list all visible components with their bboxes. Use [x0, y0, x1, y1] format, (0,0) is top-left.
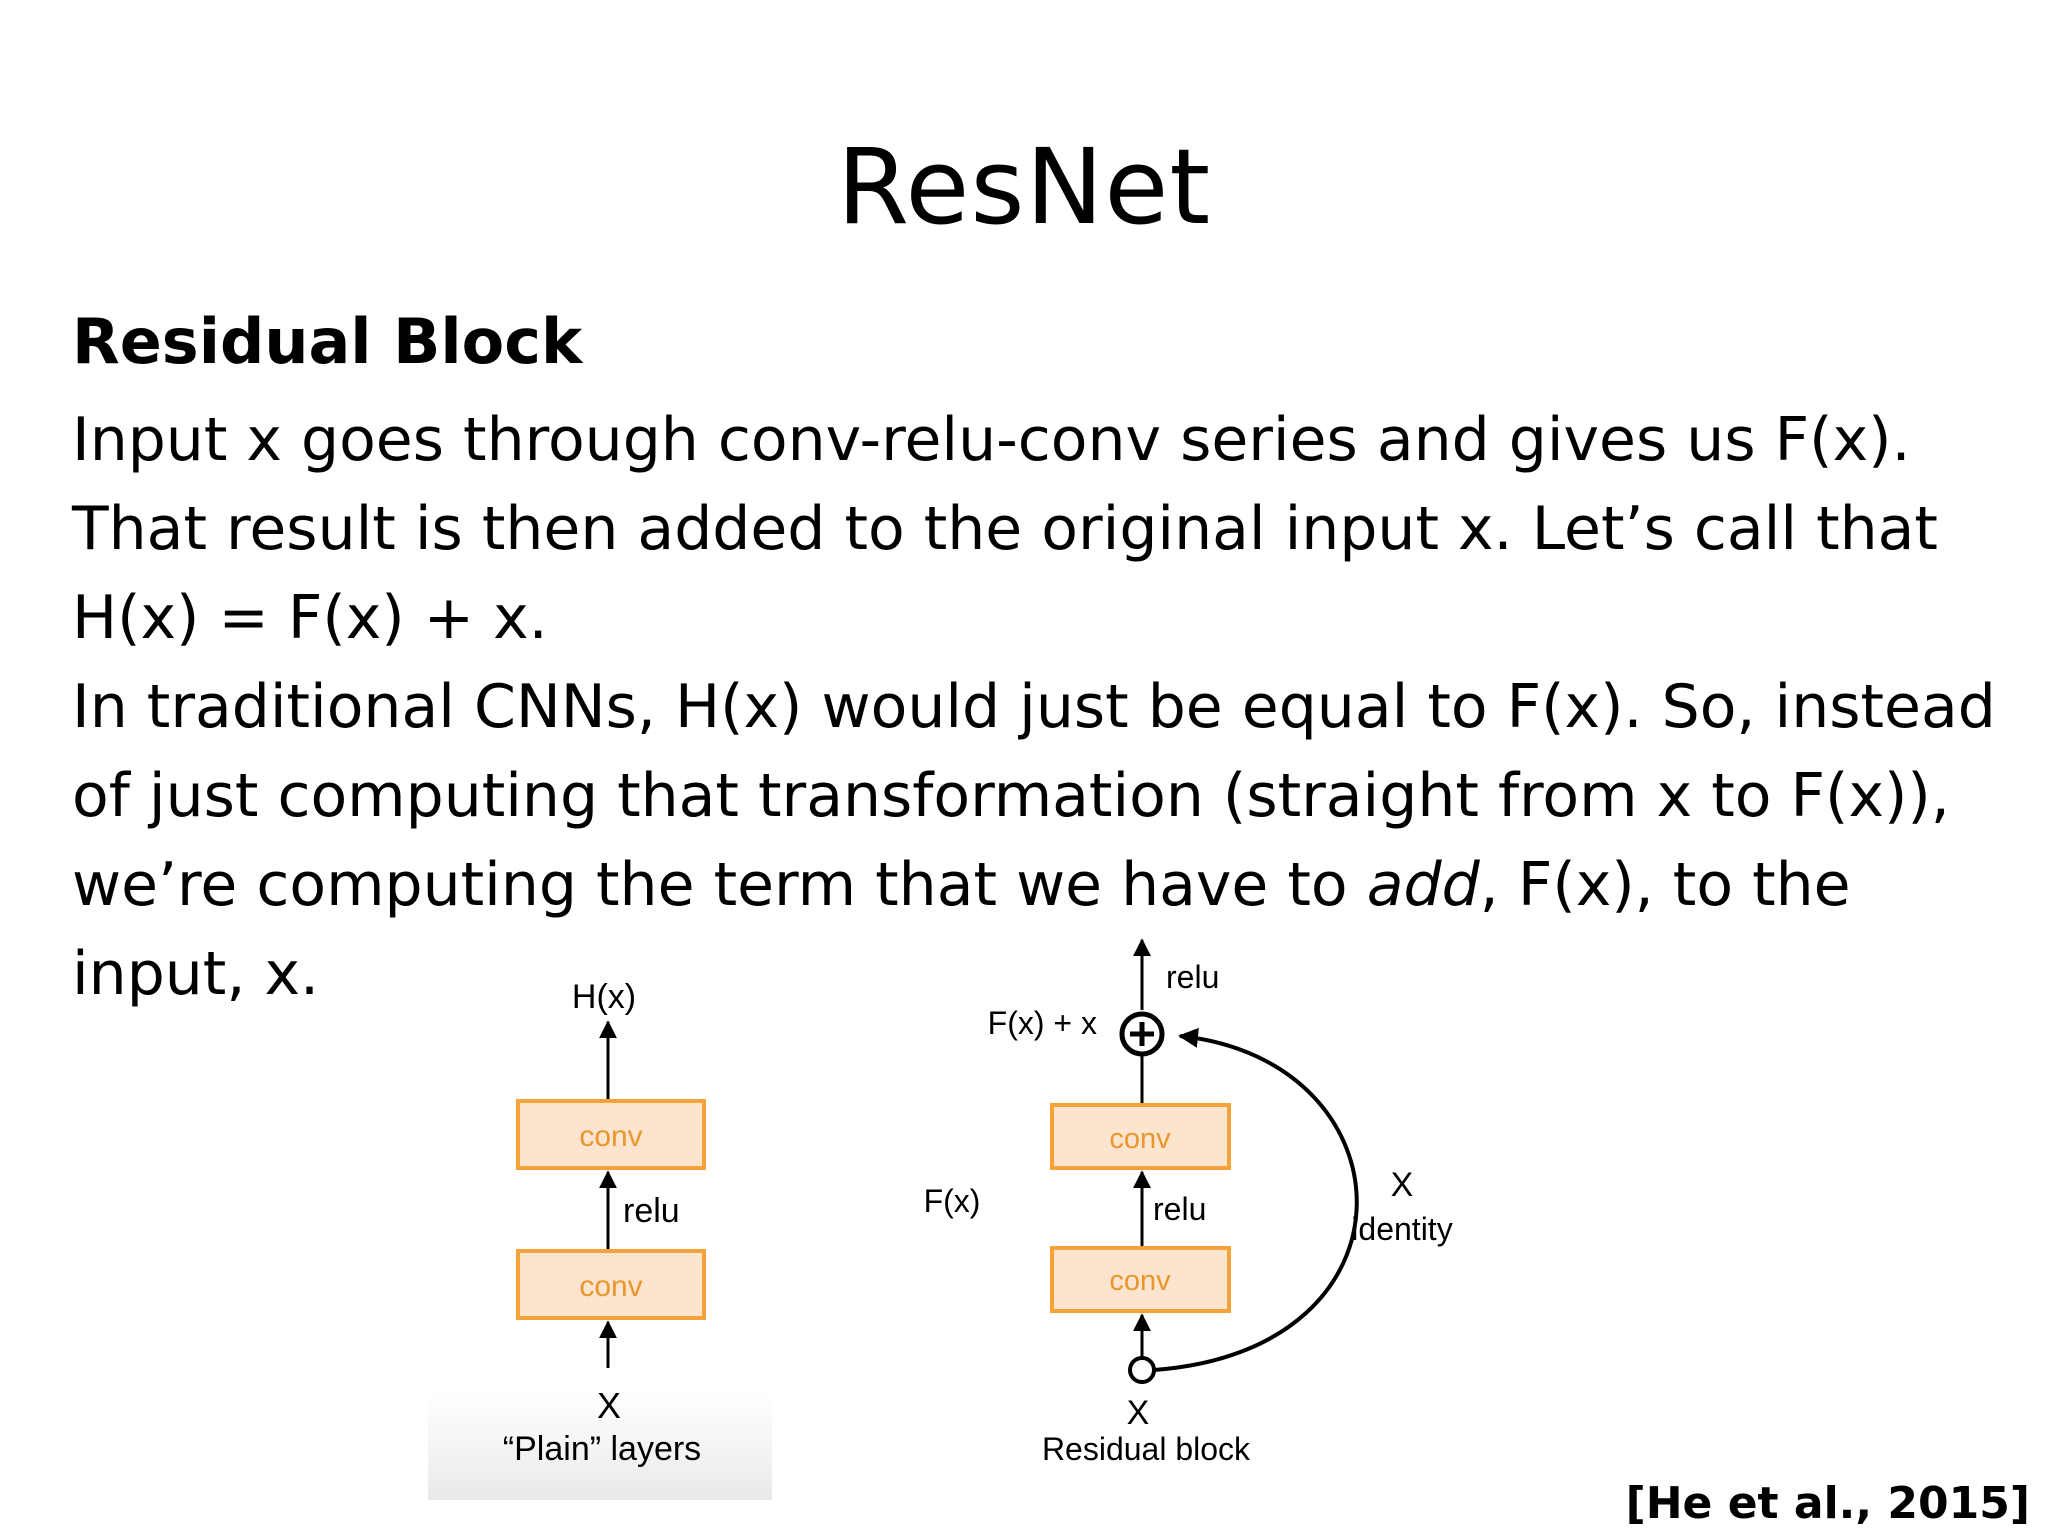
residual-top-conv-box: [1050, 1103, 1231, 1170]
plus-icon: [1130, 1022, 1154, 1046]
plain-layers-panel: [428, 960, 772, 1500]
emphasis-add: add: [1366, 850, 1480, 920]
body-line-6: we’re computing the term that we have to…: [72, 841, 2032, 930]
plain-output-label: H(x): [572, 978, 636, 1016]
body-line-1: Input x goes through conv-relu-conv seri…: [72, 405, 1911, 475]
identity-skip-arrow: [1153, 1027, 1359, 1372]
plain-top-conv-box: [516, 1099, 706, 1170]
residual-bottom-conv-label: conv: [1109, 1265, 1171, 1297]
plain-top-conv-label: conv: [579, 1120, 642, 1153]
residual-top-relu-label: relu: [1166, 959, 1219, 995]
body-line-6-start: we’re computing the term that we have to: [72, 850, 1367, 920]
body-line-6-end: , F(x), to the: [1479, 850, 1851, 920]
body-line-2: That result is then added to the origina…: [72, 494, 1938, 564]
body-text: Input x goes through conv-relu-conv seri…: [72, 396, 2032, 1019]
residual-top-conv-label: conv: [1109, 1123, 1171, 1155]
section-heading: Residual Block: [72, 305, 583, 378]
body-line-4: In traditional CNNs, H(x) would just be …: [72, 672, 1996, 742]
plain-relu-label: relu: [623, 1192, 680, 1230]
residual-block-diagram: relu F(x) + x conv F(x) relu conv X iden…: [924, 938, 1453, 1467]
residual-input-node: [1128, 1356, 1156, 1384]
residual-caption: Residual block: [1042, 1431, 1251, 1467]
body-line-3: H(x) = F(x) + x.: [72, 583, 548, 653]
residual-input-label: X: [1127, 1394, 1150, 1432]
residual-relu-label: relu: [1153, 1191, 1206, 1227]
identity-label: identity: [1351, 1211, 1452, 1247]
body-line-5: of just computing that transformation (s…: [72, 761, 1950, 831]
residual-fx-label: F(x): [924, 1183, 981, 1219]
plain-bottom-conv-label: conv: [579, 1270, 642, 1303]
body-line-7: input, x.: [72, 939, 320, 1009]
citation: [He et al., 2015]: [1625, 1478, 2030, 1529]
residual-sum-label: F(x) + x: [988, 1005, 1097, 1041]
plain-bottom-conv-box: [516, 1249, 706, 1320]
plain-layers-diagram: H(x) conv relu conv X “Plain” layers: [503, 978, 706, 1468]
plain-caption: “Plain” layers: [503, 1430, 701, 1468]
residual-bottom-conv-box: [1050, 1246, 1231, 1313]
slide-title: ResNet: [836, 126, 1212, 248]
plain-input-label: X: [597, 1385, 621, 1426]
identity-x-label: X: [1391, 1166, 1414, 1204]
